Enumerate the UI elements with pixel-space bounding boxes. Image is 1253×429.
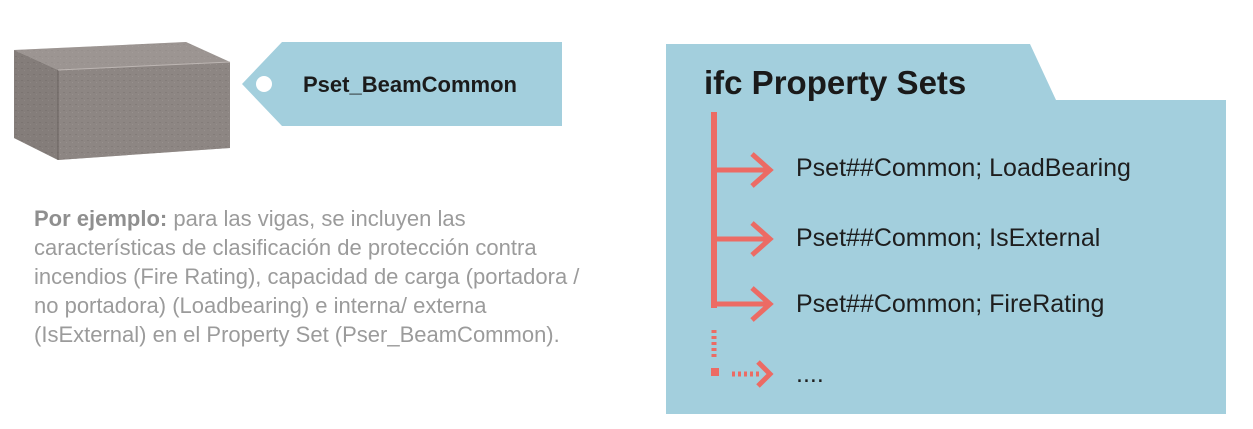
- dashed-arrow-icon: [711, 330, 774, 388]
- folder-title: ifc Property Sets: [704, 64, 967, 101]
- arrow-icon: [714, 221, 774, 257]
- property-item-more: ....: [796, 360, 824, 388]
- property-item-loadbearing: Pset##Common; LoadBearing: [796, 154, 1131, 182]
- description-text: Por ejemplo: para las vigas, se incluyen…: [34, 204, 594, 349]
- description-lead: Por ejemplo:: [34, 206, 168, 231]
- folder-shape: [666, 44, 1226, 414]
- tag-shape: [242, 42, 562, 126]
- beam-image: [14, 42, 231, 160]
- arrow-icon: [714, 286, 774, 322]
- property-item-firerating: Pset##Common; FireRating: [796, 290, 1105, 318]
- tag-label: Pset_BeamCommon: [303, 72, 517, 97]
- arrow-icon: [714, 152, 774, 188]
- description-body: para las vigas, se incluyen las caracter…: [34, 206, 580, 347]
- property-item-isexternal: Pset##Common; IsExternal: [796, 224, 1101, 252]
